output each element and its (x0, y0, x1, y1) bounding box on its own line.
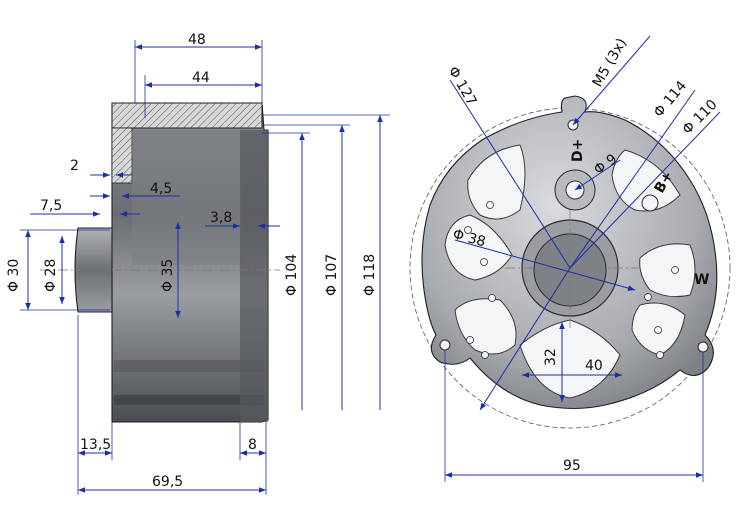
side-right-face (240, 130, 268, 422)
leader-127b (479, 267, 571, 411)
dim-7-5-label: 7,5 (40, 198, 62, 214)
side-hub (74, 227, 113, 313)
side-bore-face (132, 130, 242, 265)
dim-48-label: 48 (188, 32, 206, 48)
dim-13-5-label: 13,5 (80, 437, 111, 453)
leader-110 (569, 111, 721, 269)
dim-104-label: Φ 104 (284, 254, 300, 296)
small-hole (488, 294, 496, 302)
small-hole (654, 326, 662, 334)
dim-44-label: 44 (192, 70, 210, 86)
terminal-w-label: W (694, 272, 709, 288)
cutout-bottom (519, 319, 621, 399)
side-lower-band-2 (114, 395, 264, 405)
side-lower-band (114, 360, 264, 372)
small-hole (481, 351, 489, 359)
small-hole (644, 293, 652, 301)
cutout-left (444, 214, 513, 281)
small-hole (466, 336, 474, 344)
leader-38 (454, 239, 636, 291)
dim-28-label: Φ 28 (43, 259, 59, 292)
dim-2-label: 2 (70, 158, 79, 174)
dim-30-label: Φ 30 (6, 259, 22, 292)
front-cutouts (444, 144, 696, 399)
front-small-holes (464, 201, 679, 359)
dim-118-label: Φ 118 (362, 254, 378, 296)
small-hole (656, 351, 664, 359)
dim-8-label: 8 (248, 437, 257, 453)
leader-m5 (572, 35, 651, 126)
leader-127 (449, 79, 571, 269)
leader-9 (574, 159, 621, 191)
dim-32-label: 32 (543, 348, 559, 366)
small-hole (486, 201, 494, 209)
terminal-d-plus-label: D+ (570, 139, 586, 162)
front-bolt-hole-left (439, 339, 451, 351)
front-view: Φ 127 M5 (3x) Φ 114 Φ 110 Φ 9 Φ 38 32 40… (409, 35, 731, 482)
side-section-hatch (111, 102, 263, 129)
front-b-plus-hole (641, 194, 659, 212)
leader-114 (569, 89, 696, 269)
cutout-right (639, 243, 696, 298)
small-hole (464, 226, 472, 234)
dim-69-5-label: 69,5 (152, 474, 183, 490)
small-hole (480, 258, 488, 266)
side-view: 48 44 2 4,5 7,5 3,8 Φ 30 Φ 28 Φ 35 Φ 104… (6, 32, 390, 495)
dim-107-label: Φ 107 (324, 254, 340, 296)
dim-114-label: Φ 114 (651, 78, 690, 121)
dim-4-5-label: 4,5 (150, 181, 172, 197)
dim-127-label: Φ 127 (445, 64, 480, 109)
cutout-upper-right (611, 149, 681, 212)
dim-3-8-label: 3,8 (210, 210, 232, 226)
dim-35-label: Φ 35 (160, 259, 176, 292)
dim-95-label: 95 (563, 458, 581, 474)
dim-40-label: 40 (585, 358, 603, 374)
cutout-upper-left (467, 144, 526, 220)
front-bolt-hole-right (697, 341, 709, 353)
small-hole (671, 266, 679, 274)
